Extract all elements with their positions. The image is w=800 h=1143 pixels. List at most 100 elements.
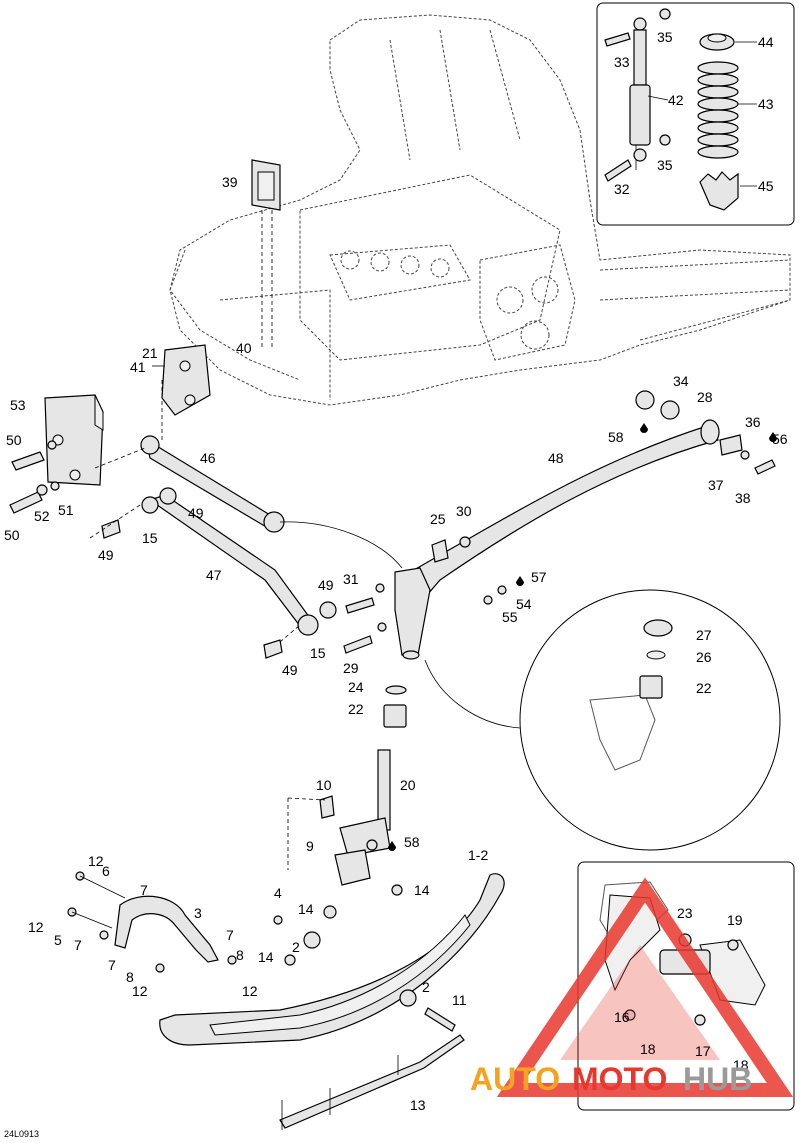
callout-22: 22 [696,680,712,696]
diagram-code: 24L0913 [4,1129,39,1139]
callout-20: 20 [400,777,416,793]
callout-9: 9 [306,838,314,854]
callout-4: 4 [274,885,282,901]
trailing-arm-48 [399,390,776,617]
plate-39 [251,159,281,350]
runner-13 [279,1034,465,1130]
ski-1-2 [159,873,505,1046]
callout-48: 48 [548,450,564,466]
callout-27: 27 [696,627,712,643]
callout-12: 12 [28,919,44,935]
callout-24: 24 [348,679,364,695]
callout-35: 35 [657,29,673,45]
callout-18: 18 [640,1041,656,1057]
callout-58: 58 [608,429,624,445]
bushing-inset [519,589,781,851]
upper-arm-46 [94,435,403,569]
callout-1-2: 1-2 [468,847,488,863]
callout-39: 39 [222,174,238,190]
callout-45: 45 [758,178,774,194]
callout-12: 12 [242,983,258,999]
lower-arm-47 [89,487,337,659]
callout-44: 44 [758,34,774,50]
cover-53 [9,394,104,514]
callout-49: 49 [98,547,114,563]
watermark-hub: HUB [683,1061,752,1097]
callout-5: 5 [54,932,62,948]
callout-49: 49 [318,577,334,593]
callout-8: 8 [236,947,244,963]
callout-25: 25 [430,511,446,527]
callout-14: 14 [258,949,274,965]
callout-31: 31 [343,571,359,587]
callout-10: 10 [316,777,332,793]
shock-inset [596,2,795,226]
callout-18: 18 [733,1057,749,1073]
watermark-logo: AUTO MOTO HUB [470,1061,752,1097]
callout-47: 47 [206,567,222,583]
callout-2: 2 [292,939,300,955]
callout-13: 13 [410,1097,426,1113]
callout-32: 32 [614,181,630,197]
callout-51: 51 [58,502,74,518]
callout-40: 40 [236,340,252,356]
chassis-frame [169,14,791,406]
callout-29: 29 [343,660,359,676]
callout-42: 42 [668,92,684,108]
callout-16: 16 [614,1009,630,1025]
callout-28: 28 [697,389,713,405]
callout-55: 55 [502,609,518,625]
callout-54: 54 [516,596,532,612]
callout-17: 17 [695,1043,711,1059]
callout-53: 53 [10,397,26,413]
callout-22: 22 [348,701,364,717]
watermark-moto: MOTO [572,1061,667,1097]
callout-41: 41 [130,359,146,375]
callout-19: 19 [727,912,743,928]
callout-26: 26 [696,649,712,665]
callout-38: 38 [735,490,751,506]
callout-36: 36 [745,414,761,430]
callout-33: 33 [614,54,630,70]
callout-35: 35 [657,157,673,173]
callout-8: 8 [126,969,134,985]
callout-23: 23 [677,905,693,921]
callout-7: 7 [74,937,82,953]
lubricant-markers [388,423,777,851]
callout-50: 50 [4,527,20,543]
callout-50: 50 [6,432,22,448]
callout-2: 2 [422,979,430,995]
callout-12: 12 [132,983,148,999]
callout-7: 7 [226,927,234,943]
callout-15: 15 [142,530,158,546]
bracket-41 [152,344,211,440]
spring [697,61,739,159]
callout-49: 49 [188,505,204,521]
callout-14: 14 [414,882,430,898]
callout-58: 58 [404,834,420,850]
watermark-triangle [496,877,794,1097]
callout-52: 52 [34,508,50,524]
callout-37: 37 [708,477,724,493]
callout-12: 12 [88,853,104,869]
callout-6: 6 [102,863,110,879]
callout-labels: 1-2 2 2 3 4 5 6 7 7 7 7 8 8 9 10 11 12 1… [4,29,788,1113]
watermark-auto: AUTO [470,1061,560,1097]
callout-3: 3 [194,905,202,921]
callout-14: 14 [298,901,314,917]
callout-56: 56 [772,431,788,447]
spindle-housing [343,536,521,729]
spindle-20 [287,685,407,886]
callout-43: 43 [758,96,774,112]
callout-30: 30 [456,503,472,519]
callout-11: 11 [452,992,467,1008]
callout-49: 49 [282,662,298,678]
callout-34: 34 [673,373,689,389]
callout-21: 21 [142,345,158,361]
callout-57: 57 [531,569,547,585]
ski-handle-3 [67,871,237,973]
callout-7: 7 [140,882,148,898]
callout-15: 15 [310,645,326,661]
callout-46: 46 [200,450,216,466]
